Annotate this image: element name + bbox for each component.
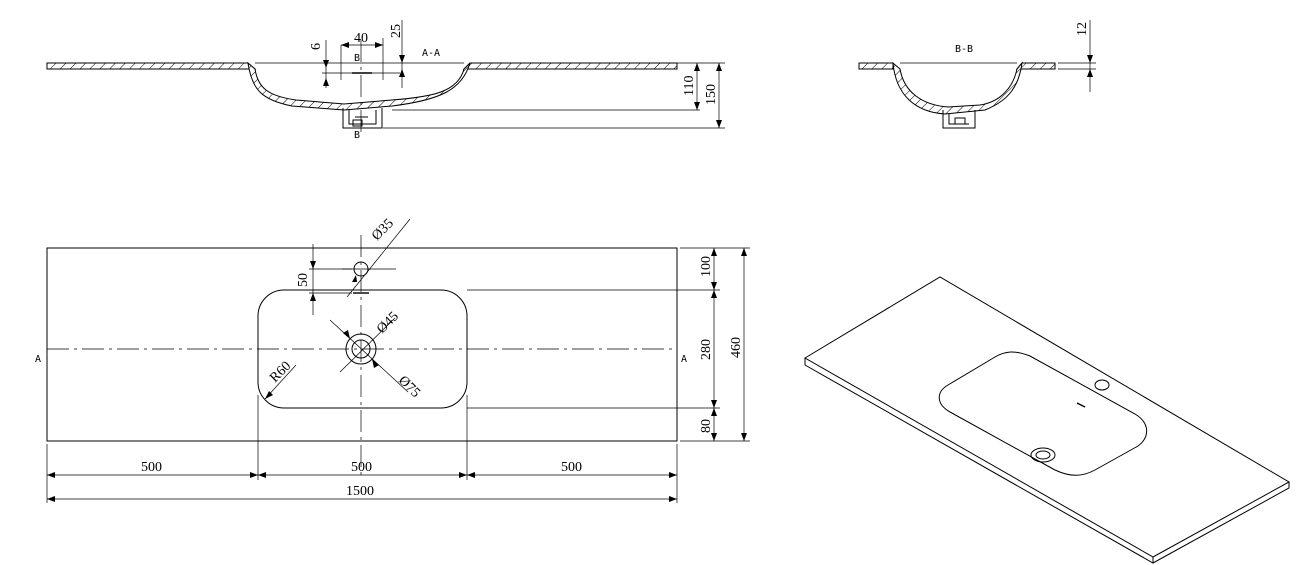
iso-countertop-top — [804, 276, 1291, 558]
aa-dim-25: 25 — [389, 24, 404, 38]
bb-section-label: B-B — [955, 44, 973, 55]
bb-dim-12: 12 — [1075, 22, 1090, 36]
plan-dim-radius: R60 — [267, 359, 294, 386]
plan-drain-inner — [351, 339, 371, 359]
aa-marker-b-bottom: B — [354, 130, 360, 141]
aa-dim-110: 110 — [682, 76, 697, 96]
plan-dim-460: 460 — [729, 337, 744, 358]
iso-countertop-edge — [804, 358, 1290, 564]
plan-marker-a-left: A — [35, 354, 41, 365]
aa-drain-ring — [352, 119, 363, 127]
plan-dim-100: 100 — [699, 256, 714, 277]
aa-dim-40: 40 — [354, 31, 368, 46]
plan-dim-500-mid: 500 — [351, 460, 372, 475]
plan-dim-500-left: 500 — [141, 460, 162, 475]
iso-bowl — [938, 351, 1148, 476]
plan-dim-280: 280 — [699, 339, 714, 360]
aa-section-label: A-A — [422, 48, 440, 59]
aa-marker-b-top: B — [354, 53, 360, 64]
plan-dim-1500: 1500 — [346, 484, 374, 499]
plan-countertop — [46, 247, 678, 442]
aa-slab-right — [462, 62, 678, 70]
plan-marker-a-right: A — [681, 354, 687, 365]
aa-bowl-shell — [247, 61, 471, 111]
plan-drain-outer — [345, 333, 377, 365]
section-aa-view: 40 25 6 B B A-A 110 150 — [46, 20, 725, 141]
iso-drain-inner — [1035, 450, 1051, 460]
plan-dim-80: 80 — [699, 419, 714, 433]
aa-dim-150: 150 — [704, 84, 719, 105]
plan-dim-drain-outer: Ø75 — [395, 373, 423, 401]
iso-drain-outer — [1030, 447, 1056, 463]
bb-bowl-shell — [892, 61, 1023, 115]
bb-slab-right — [1015, 62, 1056, 70]
iso-tap-hole — [1094, 379, 1110, 391]
plan-dim-drain-inner: Ø45 — [374, 309, 402, 337]
bb-slab-left — [858, 62, 894, 70]
plan-dim-500-right: 500 — [561, 460, 582, 475]
aa-slab-left — [46, 62, 257, 70]
isometric-view — [804, 276, 1291, 564]
iso-overflow-slot — [1076, 402, 1086, 408]
aa-dim-6: 6 — [309, 43, 324, 50]
plan-dim-tap: Ø35 — [369, 216, 397, 244]
section-bb-view: B-B 12 — [858, 20, 1096, 129]
plan-dim-50: 50 — [296, 273, 311, 287]
plan-view: A A Ø35 50 Ø45 Ø75 R60 — [35, 216, 750, 503]
